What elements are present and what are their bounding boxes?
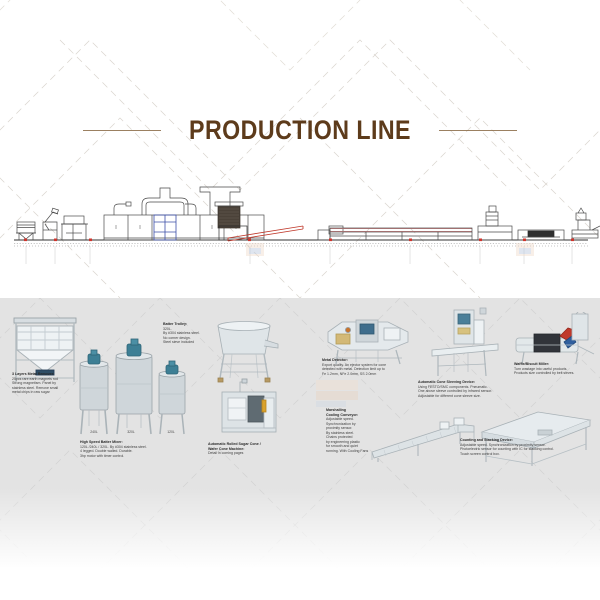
capacity-label-240l: 240L: [90, 430, 98, 434]
text-batter-mixer: High Speed Batter Mixer: 120L /240L / 32…: [80, 440, 190, 458]
text-batter-trolley: Batter Trolley: 320L. By #304 stainless …: [163, 322, 215, 345]
logo-watermark: [316, 380, 358, 408]
text-metal-remover: 3 Layers Metal Remover: 25pcs rare earth…: [12, 372, 92, 395]
heading-batter-mixer: High Speed Batter Mixer:: [80, 440, 123, 444]
photo-batter-mixer-large: [72, 348, 116, 440]
title-rule-right: [439, 129, 517, 131]
top-panel: PRODUCTION LINE: [0, 0, 600, 298]
photo-batter-trolley: [208, 310, 280, 384]
capacity-label-120l: 120L: [167, 430, 175, 434]
photo-cooling-conveyor: [368, 416, 478, 464]
schematic-watermark: [246, 243, 534, 256]
text-counting-stacking: Counting and Stacking Device: Adjustable…: [460, 438, 592, 456]
bottom-fade-overlay: [0, 488, 600, 600]
title-rule-left: [82, 129, 161, 131]
page-title: PRODUCTION LINE: [189, 114, 411, 145]
photo-batter-mixer-small: [152, 360, 192, 440]
capacity-label-320l: 320L: [127, 430, 135, 434]
photo-wafer-miller: [512, 312, 596, 368]
heading2-cone-machine: Wafer Cone Machine:: [208, 446, 245, 451]
heading-cone-sleeving: Automatic Cone Sleeving Device:: [418, 380, 476, 384]
photo-cone-machine: [218, 378, 280, 440]
heading-metal-remover: 3 Layers Metal Remover:: [12, 372, 55, 376]
text-cone-sleeving: Automatic Cone Sleeving Device: Using FE…: [418, 380, 534, 398]
heading-cone-machine: Automatic Rolled Sugar Cone /: [208, 442, 261, 446]
text-cooling-conveyor: Marshalling Cooling Conveyor: Adjustable…: [326, 408, 372, 453]
photo-cone-sleeving: [428, 306, 508, 380]
heading-wafer-miller: Waffle/Biscuit Miller:: [514, 362, 550, 366]
heading-cooling-conveyor: Marshalling: [326, 408, 346, 412]
heading-counting-stacking: Counting and Stacking Device:: [460, 438, 513, 442]
photo-metal-detector: [322, 310, 414, 366]
floor-marker-group: [24, 238, 574, 242]
photo-counting-stacking: [472, 406, 594, 468]
photo-batter-mixer-xlarge: [108, 336, 160, 440]
text-wafer-miller: Waffle/Biscuit Miller: Turn wastage into…: [514, 362, 600, 376]
text-cone-machine: Automatic Rolled Sugar Cone / Wafer Cone…: [208, 442, 304, 456]
heading2-cooling-conveyor: Cooling Conveyor:: [326, 412, 359, 417]
photo-metal-remover: [8, 312, 86, 386]
heading-metal-detector: Metal Detector:: [322, 358, 348, 362]
production-line-schematic: [0, 160, 600, 270]
page-title-row: PRODUCTION LINE: [0, 112, 600, 148]
heading-batter-trolley: Batter Trolley:: [163, 322, 188, 326]
equipment-gallery-panel: 3 Layers Metal Remover: 25pcs rare earth…: [0, 298, 600, 600]
text-metal-detector: Metal Detector: Export quality. An eject…: [322, 358, 432, 376]
